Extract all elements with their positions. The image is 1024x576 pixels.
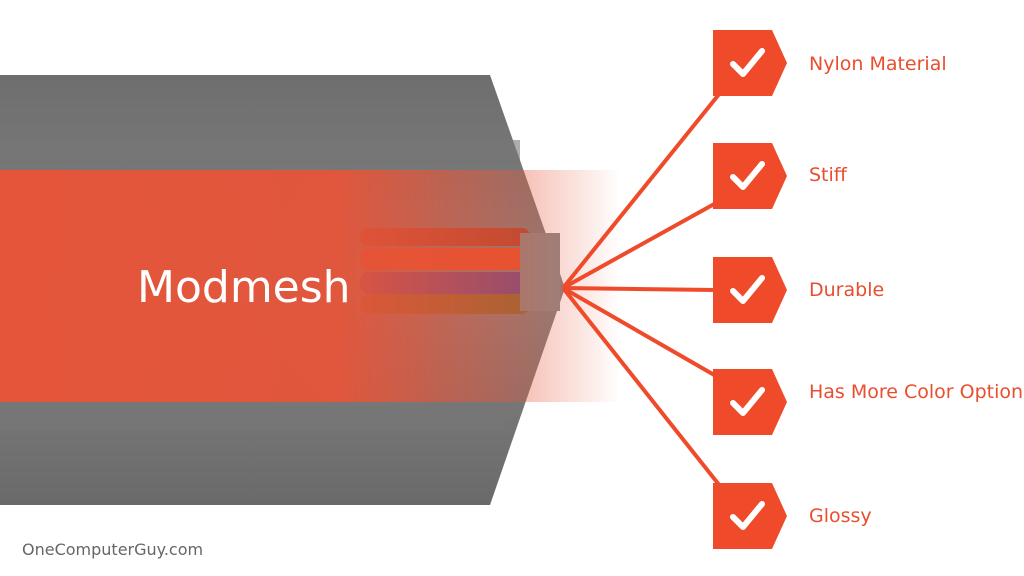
check-icon <box>730 48 765 77</box>
feature-label: Has More Color Options <box>809 381 1024 403</box>
feature-label: Stiff <box>809 164 847 186</box>
cable-highlight-top <box>0 140 520 170</box>
check-icon <box>730 501 765 530</box>
red-overlay <box>0 170 620 402</box>
check-icon <box>730 387 765 416</box>
feature-label: Nylon Material <box>809 53 947 75</box>
check-icon <box>730 161 765 190</box>
feature-label: Glossy <box>809 505 872 527</box>
connector-lines <box>561 91 722 488</box>
product-title: Modmesh <box>137 262 351 313</box>
feature-label: Durable <box>809 279 885 301</box>
watermark: OneComputerGuy.com <box>22 540 204 559</box>
check-icon <box>730 275 765 304</box>
cable-highlight-bottom <box>0 405 505 430</box>
